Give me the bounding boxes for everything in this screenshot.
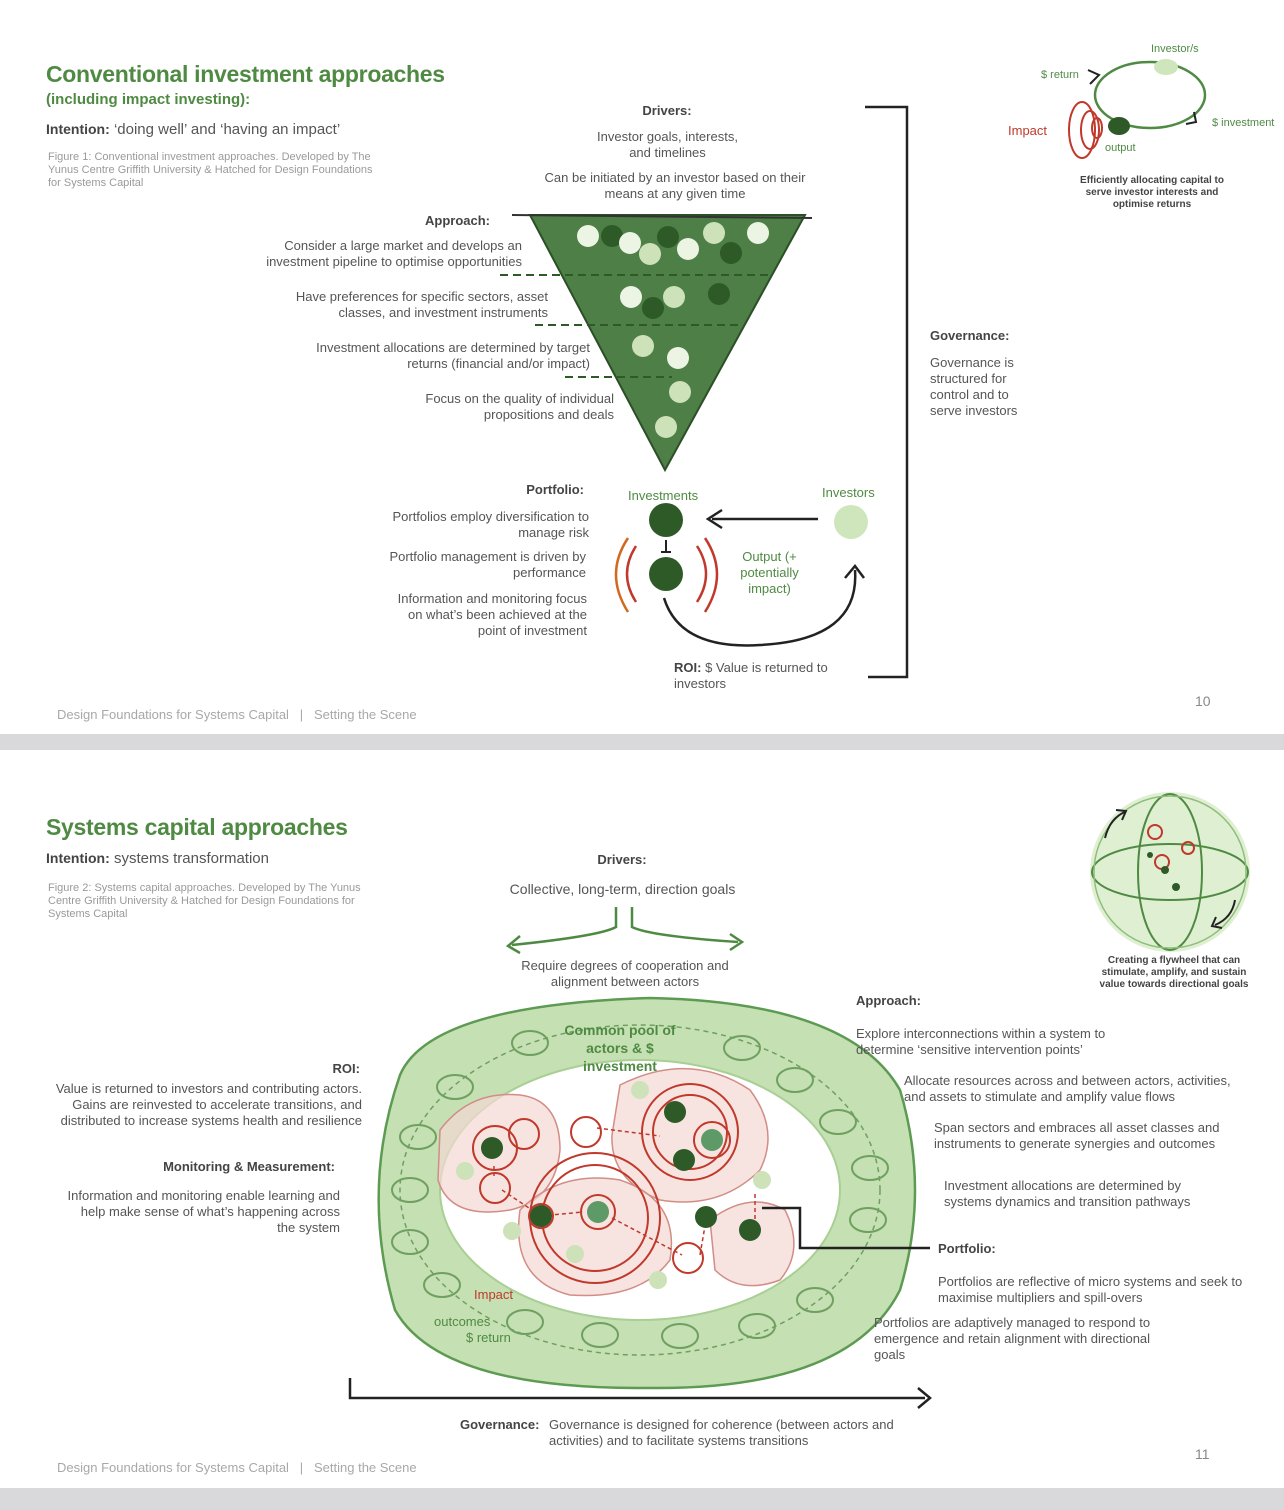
impact-rings: [472, 1083, 739, 1284]
intention-text: systems transformation: [113, 850, 269, 867]
figure-caption: Figure 1: Conventional investment approa…: [48, 151, 373, 189]
approach-item-3: Span sectors and embraces all asset clas…: [934, 1120, 1220, 1151]
approach-item-4: Investment allocations are determined by…: [944, 1178, 1191, 1209]
intention-text: ‘doing well’ and ‘having an impact’: [113, 121, 341, 138]
drivers-line1: Collective, long-term, direction goals: [509, 881, 736, 897]
roi-label: ROI:: [674, 660, 702, 675]
roi-text: $ Value is returned to investors: [674, 660, 828, 691]
intention-label: Intention:: [46, 121, 110, 137]
portfolio-item-2: Portfolio management is driven by perfor…: [389, 549, 586, 580]
actor-ring: [391, 1030, 889, 1349]
monitoring-heading: Monitoring & Measurement:: [163, 1159, 335, 1174]
approach-heading: Approach:: [425, 213, 490, 228]
drivers-line2: Can be initiated by an investor based on…: [544, 170, 806, 201]
governance-label: Governance:: [460, 1417, 540, 1432]
output-node: [649, 557, 683, 591]
investments-label: Investments: [628, 488, 699, 503]
portfolio-heading: Portfolio:: [938, 1241, 996, 1256]
drivers-heading: Drivers:: [597, 852, 647, 867]
pool-label: Common pool of actors & $ investment: [564, 1022, 676, 1074]
impact-label: Impact: [474, 1287, 514, 1302]
funnel-bubbles: [577, 222, 769, 438]
portfolio-item-2: Portfolios are adaptively managed to res…: [874, 1315, 1151, 1362]
slide2-title: Systems capital approaches: [46, 814, 348, 840]
approach-item-3: Investment allocations are determined by…: [316, 340, 590, 371]
approach-heading: Approach:: [856, 993, 921, 1008]
approach-item-2: Allocate resources across and between ac…: [904, 1073, 1231, 1104]
slide1-intention: Intention: ‘doing well’ and ‘having an i…: [46, 121, 340, 138]
slide2-intention: Intention: systems transformation: [46, 850, 269, 867]
roi-heading: ROI:: [332, 1061, 360, 1076]
investments-node: [649, 503, 683, 537]
actor-nodes: [456, 1081, 771, 1289]
portfolio-heading: Portfolio:: [526, 482, 584, 497]
intention-label: Intention:: [46, 850, 110, 866]
approach-item-2: Have preferences for specific sectors, a…: [295, 289, 548, 320]
mini-caption: Efficiently allocating capital to serve …: [1080, 175, 1224, 210]
footer: Design Foundations for Systems Capital |…: [57, 707, 417, 722]
mini-investors-label: Investor/s: [1151, 43, 1199, 55]
mini-caption: Creating a flywheel that can stimulate, …: [1099, 955, 1249, 990]
roi-text: Value is returned to investors and contr…: [55, 1081, 362, 1128]
approach-item-4: Focus on the quality of individual propo…: [425, 391, 614, 422]
mini-investment-label: $ investment: [1212, 117, 1275, 129]
mini-output-label: output: [1105, 142, 1136, 154]
page-number: 10: [1195, 693, 1211, 709]
footer: Design Foundations for Systems Capital |…: [57, 1460, 417, 1475]
mini-return-label: $ return: [1041, 69, 1079, 81]
mini-investment-cycle: [1068, 59, 1207, 159]
slide1-diagram: [500, 59, 1207, 679]
drivers-heading: Drivers:: [642, 103, 692, 118]
outcomes-label: outcomes: [434, 1314, 491, 1329]
drivers-line2: Require degrees of cooperation and align…: [521, 958, 729, 989]
funnel: [528, 214, 807, 473]
mini-flywheel: [1090, 792, 1250, 952]
return-label: $ return: [466, 1330, 511, 1345]
figure-caption: Figure 2: Systems capital approaches. De…: [48, 882, 361, 920]
roi-block: ROI: $ Value is returned to investors: [674, 660, 834, 692]
approach-item-1: Explore interconnections within a system…: [856, 1026, 1106, 1057]
slide2-diagram: [348, 792, 1250, 1409]
slide1-subtitle: (including impact investing):: [46, 91, 251, 108]
approach-item-1: Consider a large market and develops an …: [266, 238, 522, 269]
mini-impact-label: Impact: [1008, 123, 1048, 138]
governance-text: Governance is structured for control and…: [930, 355, 1018, 418]
investors-node: [834, 505, 868, 539]
governance-text: Governance is designed for coherence (be…: [549, 1417, 894, 1448]
output-label: Output (+ potentially impact): [740, 549, 799, 596]
investors-label: Investors: [822, 485, 875, 500]
portfolio-item-3: Information and monitoring focus on what…: [397, 591, 587, 638]
governance-heading: Governance:: [930, 328, 1010, 343]
page-number: 11: [1195, 1446, 1210, 1462]
portfolio-item-1: Portfolios are reflective of micro syste…: [938, 1274, 1243, 1305]
monitoring-text: Information and monitoring enable learni…: [67, 1188, 340, 1235]
slide-systems-capital: Systems capital approaches Intention: sy…: [0, 750, 1284, 1488]
drivers-line1: Investor goals, interests, and timelines: [597, 129, 738, 160]
slide1-title: Conventional investment approaches: [46, 61, 445, 87]
portfolio-item-1: Portfolios employ diversification to man…: [392, 509, 589, 540]
slide-conventional: Conventional investment approaches (incl…: [0, 0, 1284, 734]
